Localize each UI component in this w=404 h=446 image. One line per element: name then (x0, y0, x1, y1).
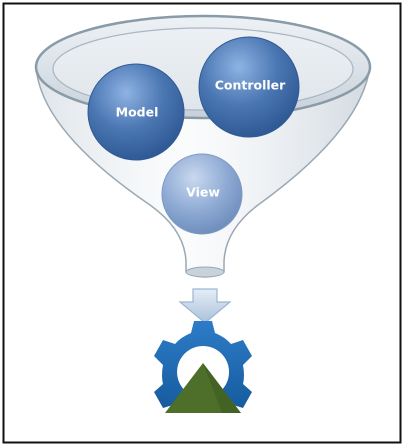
circle-label-model: Model (116, 105, 159, 120)
circle-label-controller: Controller (215, 78, 286, 93)
gear-icon (154, 321, 252, 413)
circle-controller: Controller (198, 36, 300, 138)
mountain-icon (165, 363, 241, 413)
arrow-down-icon (178, 288, 232, 324)
circle-model: Model (87, 63, 185, 161)
circle-view: View (161, 153, 243, 235)
circle-label-view: View (186, 185, 220, 200)
funnel-icon (34, 14, 372, 278)
